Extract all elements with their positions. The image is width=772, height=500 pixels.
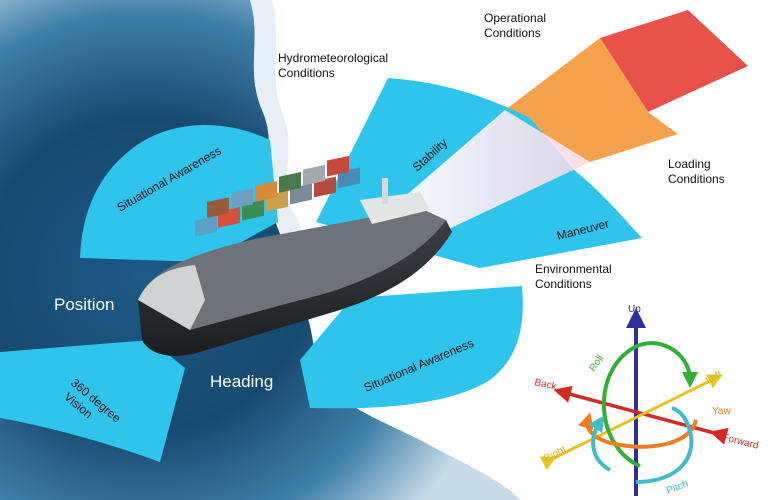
orange-band — [505, 38, 678, 162]
ship-deck — [138, 208, 446, 330]
containers — [195, 155, 360, 237]
operational-label: Operational Conditions — [484, 11, 549, 40]
environmental-label: Environmental Conditions — [535, 262, 615, 291]
sector-situational-top — [80, 124, 278, 263]
ship-hull — [138, 220, 452, 356]
ship-bow — [138, 265, 205, 330]
position-label: Position — [54, 295, 114, 314]
back-label: Back — [533, 377, 558, 393]
pitch-arc-left — [588, 415, 612, 472]
sector-situational-bottom — [300, 286, 523, 409]
sector-vision — [0, 340, 185, 462]
ship-bridge — [360, 192, 430, 224]
loading-label: Loading Conditions — [668, 157, 725, 186]
cargo-ship — [138, 155, 452, 356]
pitch-arc — [635, 406, 694, 484]
ship-mast — [382, 178, 388, 204]
operational-wedge — [600, 10, 748, 112]
lateral-axis — [539, 374, 723, 471]
projection-beam — [395, 110, 590, 238]
hydromet-label: Hydrometeorological Conditions — [278, 51, 391, 80]
yaw-label: Yaw — [712, 406, 731, 417]
sea-foam — [250, 0, 320, 300]
up-label: Up — [628, 304, 641, 315]
heading-label: Heading — [210, 372, 273, 391]
